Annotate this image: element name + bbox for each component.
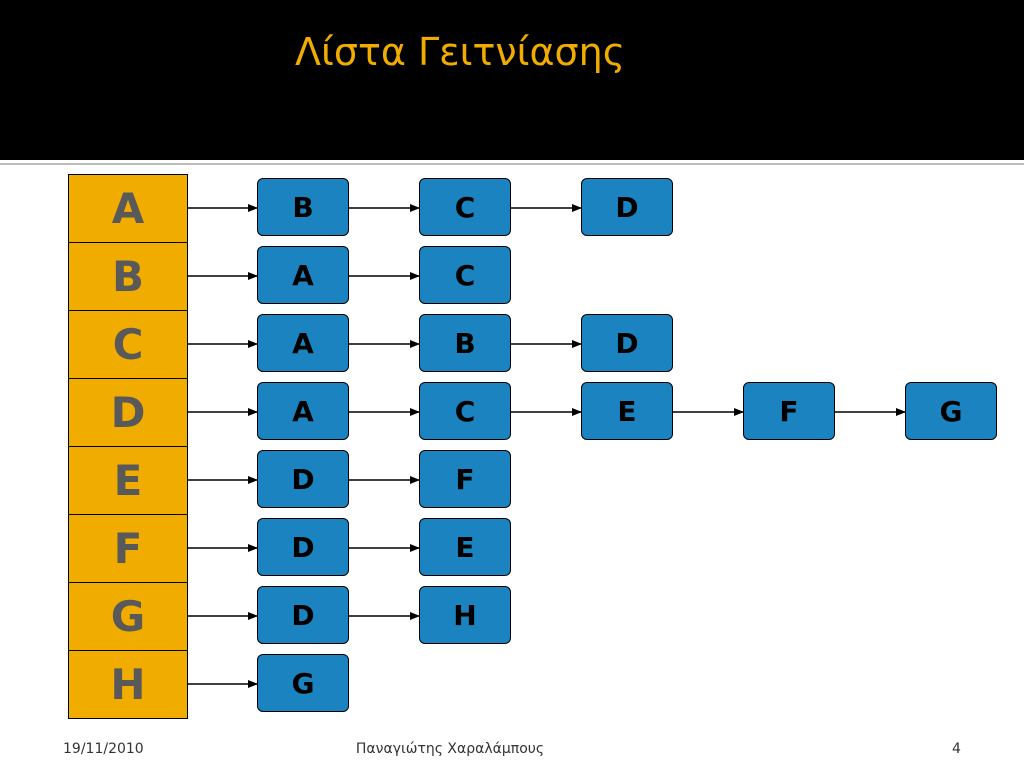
- list-node-e-d: D: [257, 450, 349, 508]
- list-node-c-a: A: [257, 314, 349, 372]
- list-node-d-g: G: [905, 382, 997, 440]
- list-node-g-h: H: [419, 586, 511, 644]
- header-divider: [0, 163, 1024, 165]
- list-node-f-d: D: [257, 518, 349, 576]
- header-bar: [0, 0, 1024, 160]
- slide-title: Λίστα Γειτνίασης: [295, 30, 625, 74]
- vertex-cell-f: F: [68, 515, 188, 583]
- list-node-a-b: B: [257, 178, 349, 236]
- vertex-cell-h: H: [68, 651, 188, 719]
- list-node-h-g: G: [257, 654, 349, 712]
- list-node-g-d: D: [257, 586, 349, 644]
- vertex-cell-e: E: [68, 447, 188, 515]
- list-node-a-d: D: [581, 178, 673, 236]
- list-node-d-a: A: [257, 382, 349, 440]
- list-node-d-c: C: [419, 382, 511, 440]
- footer-author: Παναγιώτης Χαραλάμπους: [355, 741, 545, 757]
- list-node-b-a: A: [257, 246, 349, 304]
- list-node-e-f: F: [419, 450, 511, 508]
- list-node-d-e: E: [581, 382, 673, 440]
- list-node-b-c: C: [419, 246, 511, 304]
- vertex-cell-g: G: [68, 583, 188, 651]
- vertex-cell-c: C: [68, 311, 188, 379]
- list-node-c-b: B: [419, 314, 511, 372]
- footer-page-number: 4: [952, 741, 961, 757]
- vertex-cell-b: B: [68, 243, 188, 311]
- list-node-c-d: D: [581, 314, 673, 372]
- list-node-f-e: E: [419, 518, 511, 576]
- vertex-cell-a: A: [68, 175, 188, 243]
- footer-date: 19/11/2010: [63, 741, 144, 757]
- vertex-cell-d: D: [68, 379, 188, 447]
- list-node-d-f: F: [743, 382, 835, 440]
- list-node-a-c: C: [419, 178, 511, 236]
